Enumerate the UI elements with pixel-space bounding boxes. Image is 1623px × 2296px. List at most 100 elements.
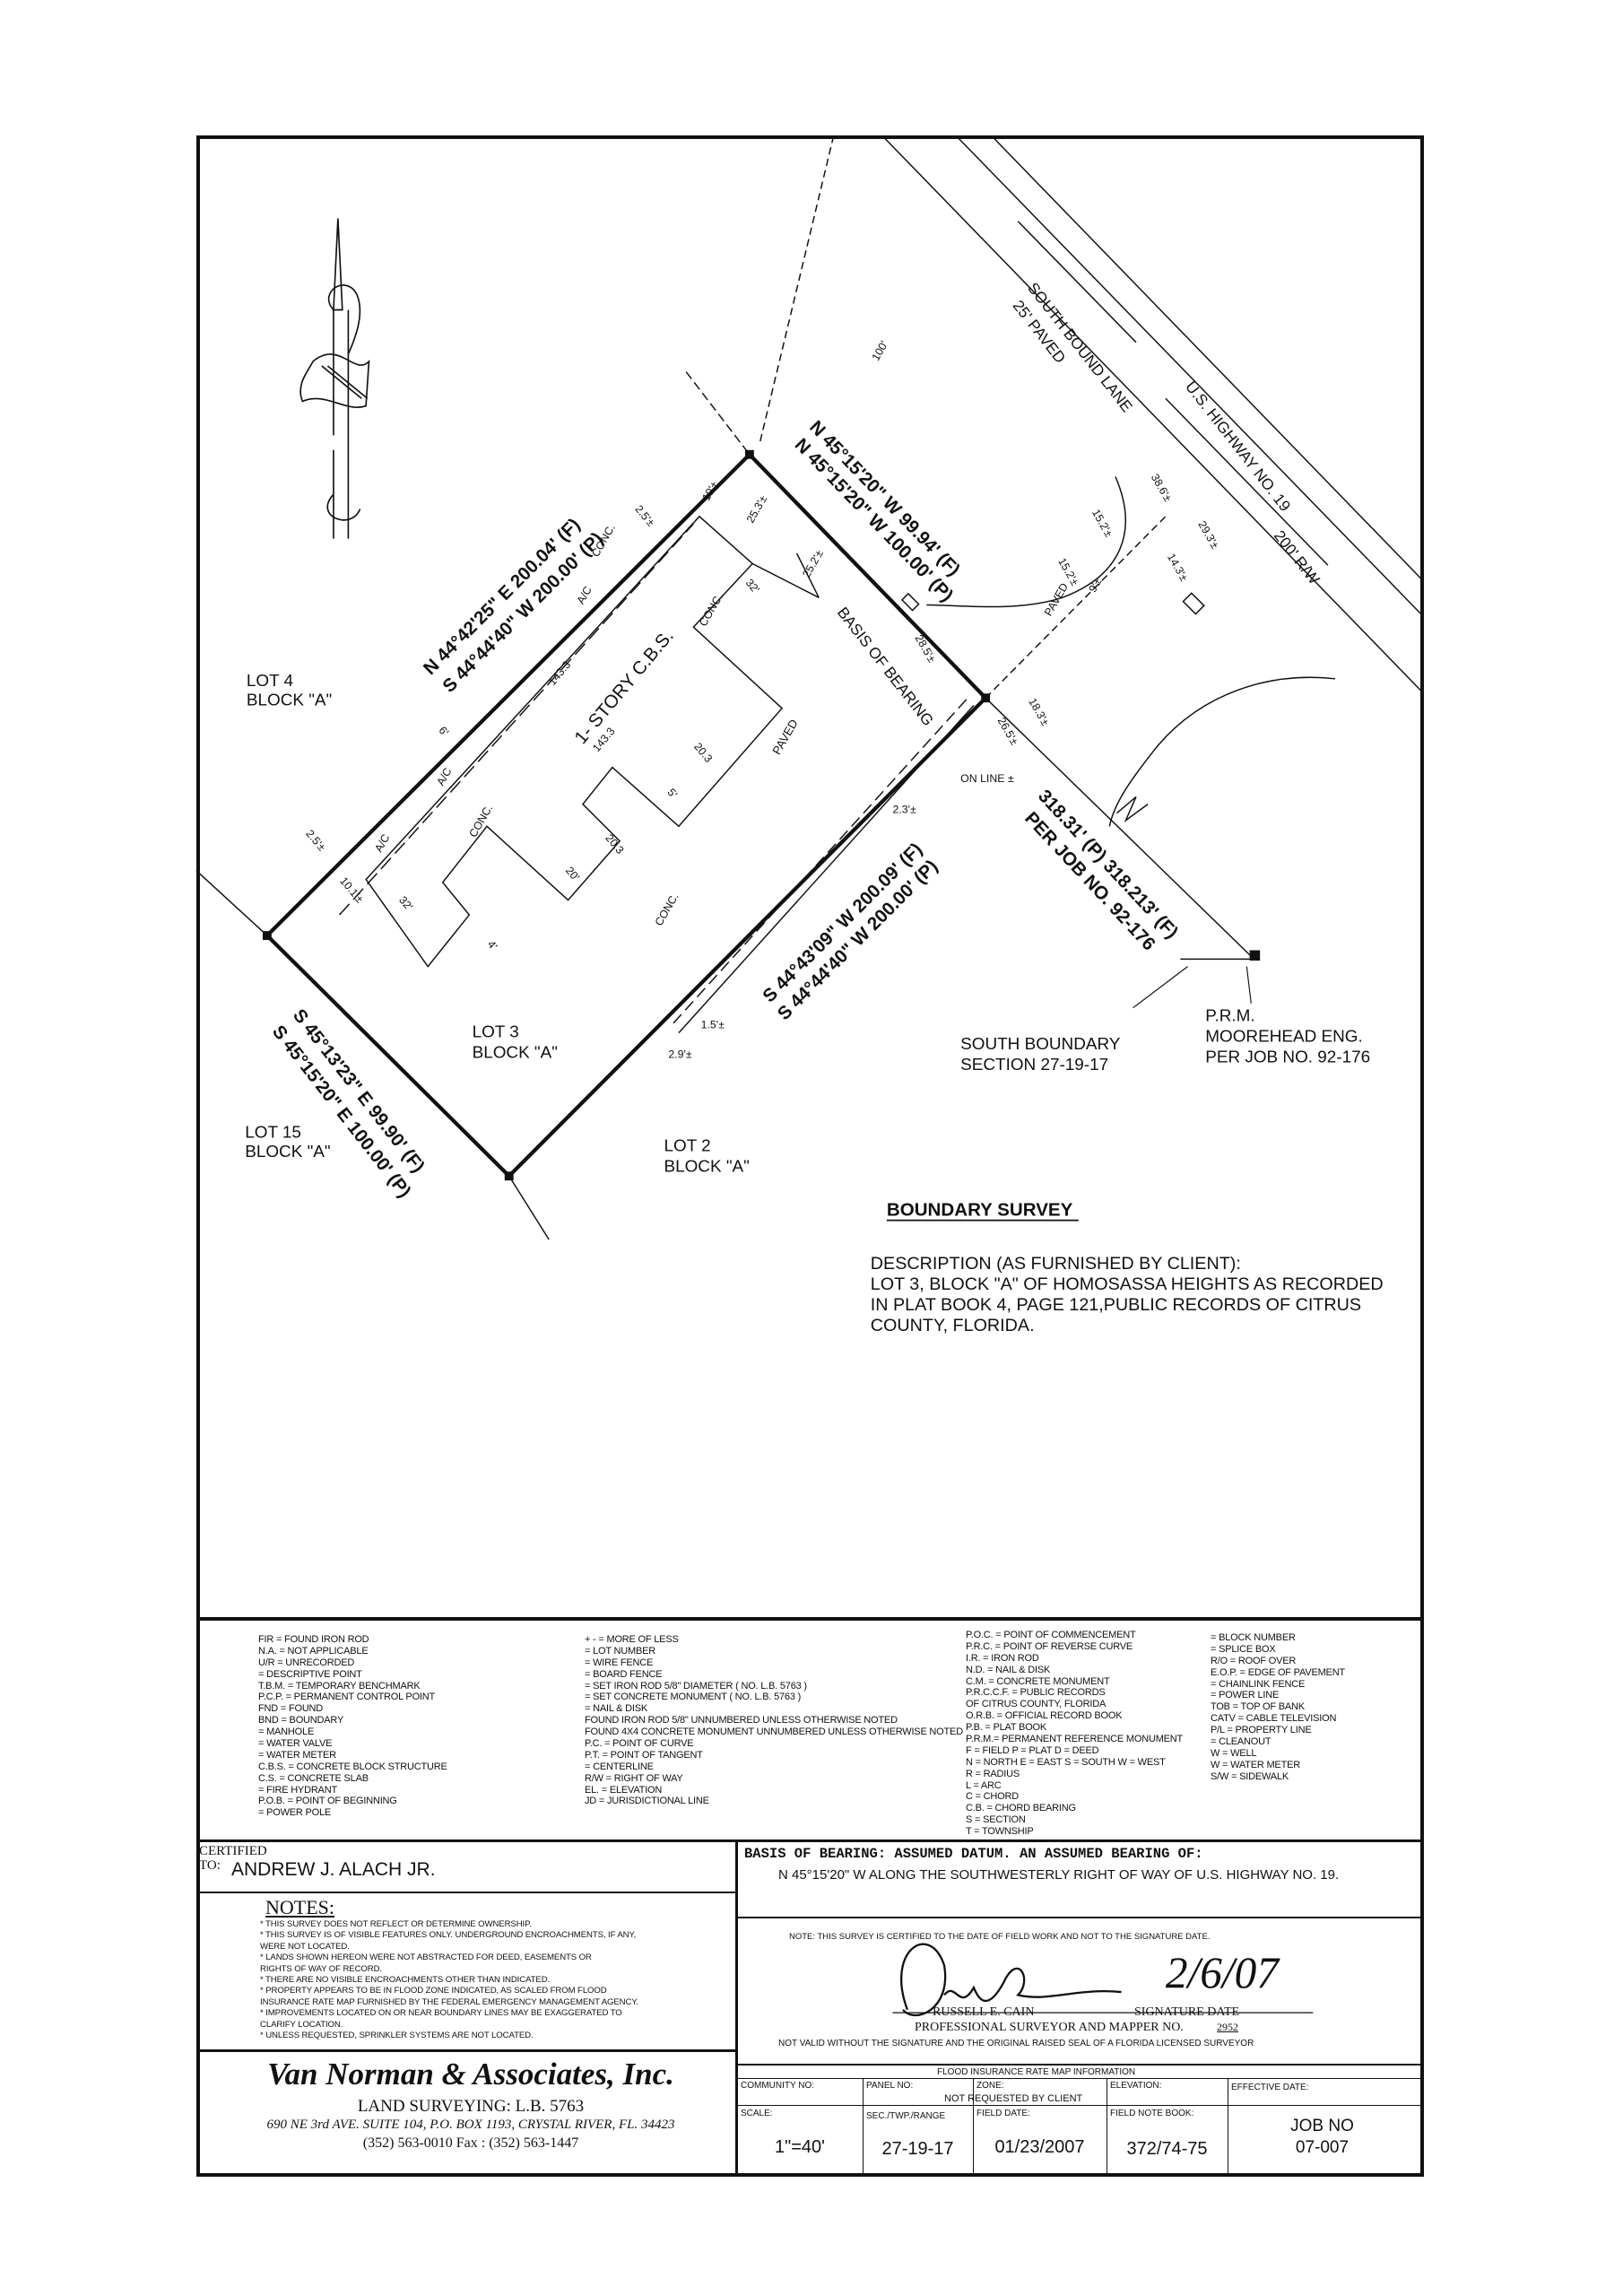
legend-item: = CLEANOUT xyxy=(1211,1736,1271,1748)
surveyor-license-number: 2952 xyxy=(1217,2021,1238,2033)
basis-of-bearing-title: BASIS OF BEARING: ASSUMED DATUM. AN ASSU… xyxy=(744,1846,1203,1862)
signature-date-label: SIGNATURE DATE xyxy=(1134,2005,1240,2019)
field-date-value: 01/23/2007 xyxy=(994,2137,1085,2157)
divider xyxy=(196,1892,737,1893)
legend-item: P.C.P. = PERMANENT CONTROL POINT xyxy=(258,1692,436,1703)
description-line: IN PLAT BOOK 4, PAGE 121,PUBLIC RECORDS … xyxy=(871,1295,1361,1315)
certified-label-line: CERTIFIED xyxy=(199,1844,267,1858)
lot-label: LOT 2 xyxy=(664,1136,710,1155)
drawing-frame xyxy=(196,135,1424,2177)
legend-item: T = TOWNSHIP xyxy=(966,1826,1034,1838)
lot-label: BLOCK "A" xyxy=(245,1143,330,1161)
legend-item: FIR = FOUND IRON ROD xyxy=(258,1634,369,1645)
sec-twp-range-value: 27-19-17 xyxy=(881,2139,954,2159)
legend-item: C.M. = CONCRETE MONUMENT xyxy=(966,1675,1110,1687)
legend-item: P/L = PROPERTY LINE xyxy=(1211,1725,1312,1736)
certified-to-name: ANDREW J. ALACH JR. xyxy=(231,1859,436,1880)
note-item: * PROPERTY APPEARS TO BE IN FLOOD ZONE I… xyxy=(260,1986,607,1996)
note-item: * LANDS SHOWN HEREON WERE NOT ABSTRACTED… xyxy=(260,1952,592,1963)
legend-item: R = RADIUS xyxy=(966,1768,1020,1779)
legend-item: P.O.C. = POINT OF COMMENCEMENT xyxy=(966,1630,1136,1640)
prm-label: P.R.M. xyxy=(1205,1007,1254,1026)
notes-title: NOTES: xyxy=(265,1896,334,1918)
field-note-book-label: FIELD NOTE BOOK: xyxy=(1110,2109,1194,2118)
legend-item: F = FIELD P = PLAT D = DEED xyxy=(966,1744,1099,1756)
dimension-label: 20' xyxy=(563,865,582,883)
certified-to-label: TO: xyxy=(199,1858,221,1873)
legend-item: R/W = RIGHT OF WAY xyxy=(585,1772,683,1784)
panel-no-label: PANEL NO: xyxy=(866,2081,914,2091)
effective-date-label: EFFECTIVE DATE: xyxy=(1231,2083,1309,2092)
legend-item: S = SECTION xyxy=(966,1814,1026,1826)
legend-column: + - = MORE OF LESS= LOT NUMBER= WIRE FEN… xyxy=(585,1634,963,1807)
found-concrete-monument-icon xyxy=(262,449,1261,1181)
dimension-label: 9'± xyxy=(1086,576,1104,595)
job-no-label: JOB NO xyxy=(1290,2117,1354,2135)
lot-label: BLOCK "A" xyxy=(473,1044,558,1063)
signature xyxy=(892,1943,1314,2017)
legend-item: P.C. = POINT OF CURVE xyxy=(585,1738,694,1750)
legend-item: TOB = TOP OF BANK xyxy=(1211,1701,1305,1713)
legend-item: + - = MORE OF LESS xyxy=(585,1634,679,1645)
dimension-label: 2.9'± xyxy=(668,1048,691,1061)
note-item: * THERE ARE NO VISIBLE ENCROACHMENTS OTH… xyxy=(260,1975,551,1986)
legend-item: CATV = CABLE TELEVISION xyxy=(1211,1713,1337,1725)
prm-label: MOOREHEAD ENG. xyxy=(1205,1028,1362,1047)
legend-item: = BLOCK NUMBER xyxy=(1211,1632,1296,1643)
legend-item: JD = JURISDICTIONAL LINE xyxy=(585,1796,709,1807)
north-arrow-icon xyxy=(299,218,370,539)
legend-item: = NAIL & DISK xyxy=(585,1703,648,1715)
legend-item: P.R.C. = POINT OF REVERSE CURVE xyxy=(966,1640,1133,1652)
legend-item: FOUND 4X4 CONCRETE MONUMENT UNNUMBERED U… xyxy=(585,1726,963,1738)
building-outline xyxy=(338,515,1205,1034)
surveyor-name: RUSSELL E. CAIN xyxy=(933,2005,1035,2019)
legend-item: = WATER VALVE xyxy=(258,1738,333,1750)
legend-item: E.O.P. = EDGE OF PAVEMENT xyxy=(1211,1666,1345,1678)
company-address: 690 NE 3rd AVE. SUITE 104, P.O. BOX 1193… xyxy=(266,2118,675,2132)
lot-label: BLOCK "A" xyxy=(664,1157,749,1176)
legend-item: = SPLICE BOX xyxy=(1211,1643,1276,1655)
legend-item: = CHAINLINK FENCE xyxy=(1211,1678,1306,1690)
legend-item: R/O = ROOF OVER xyxy=(1211,1655,1297,1666)
note-item: RIGHTS OF WAY OF RECORD. xyxy=(260,1963,383,1974)
divider xyxy=(737,1917,1424,1918)
scale-value: 1"=40' xyxy=(775,2137,825,2157)
legend-item: FOUND IRON ROD 5/8" UNNUMBERED UNLESS OT… xyxy=(585,1715,898,1726)
legend-item: = LOT NUMBER xyxy=(585,1645,655,1657)
legend-item: C.S. = CONCRETE SLAB xyxy=(258,1772,369,1784)
basis-of-bearing-text: N 45°15'20" W ALONG THE SOUTHWESTERLY RI… xyxy=(778,1867,1340,1883)
divider xyxy=(196,2049,737,2052)
legend-item: BND = BOUNDARY xyxy=(258,1715,344,1726)
legend-item: = WIRE FENCE xyxy=(585,1657,654,1668)
field-note-book-value: 372/74-75 xyxy=(1126,2139,1208,2159)
legend-item: P.R.M.= PERMANENT REFERENCE MONUMENT xyxy=(966,1734,1184,1745)
scale-label: SCALE: xyxy=(741,2109,773,2118)
divider xyxy=(863,2078,864,2177)
legend-item: O.R.B. = OFFICIAL RECORD BOOK xyxy=(966,1710,1123,1722)
legend-item: U/R = UNRECORDED xyxy=(258,1657,355,1668)
note-item: INSURANCE RATE MAP FURNISHED BY THE FEDE… xyxy=(260,1996,638,2007)
note-item: * THIS SURVEY IS OF VISIBLE FEATURES ONL… xyxy=(260,1930,637,1941)
legend-item: = SET IRON ROD 5/8" DIAMETER ( NO. L.B. … xyxy=(585,1680,807,1692)
legend-item: N = NORTH E = EAST S = SOUTH W = WEST xyxy=(966,1756,1166,1768)
note-item: CLARIFY LOCATION. xyxy=(260,2019,343,2030)
legend-item: P.R.C.C.F. = PUBLIC RECORDS xyxy=(966,1687,1106,1699)
seal-note: NOT VALID WITHOUT THE SIGNATURE AND THE … xyxy=(778,2039,1254,2048)
note-item: * IMPROVEMENTS LOCATED ON OR NEAR BOUNDA… xyxy=(260,2008,622,2019)
description-line: DESCRIPTION (AS FURNISHED BY CLIENT): xyxy=(871,1254,1241,1274)
legend-item: = CENTERLINE xyxy=(585,1761,654,1772)
divider xyxy=(196,1839,1424,1842)
company-license: LAND SURVEYING: L.B. 5763 xyxy=(357,2097,585,2116)
legend-item: = POWER LINE xyxy=(1211,1690,1280,1701)
surveyor-title: PROFESSIONAL SURVEYOR AND MAPPER NO. xyxy=(915,2021,1184,2034)
community-no-label: COMMUNITY NO: xyxy=(741,2081,815,2091)
certification-note: NOTE: THIS SURVEY IS CERTIFIED TO THE DA… xyxy=(789,1932,1211,1942)
job-no-value: 07-007 xyxy=(1295,2138,1350,2157)
legend-item: T.B.M. = TEMPORARY BENCHMARK xyxy=(258,1680,421,1692)
field-date-label: FIELD DATE: xyxy=(976,2109,1030,2118)
legend-item: P.B. = PLAT BOOK xyxy=(966,1722,1047,1734)
legend-item: FND = FOUND xyxy=(258,1703,324,1715)
legend-item: = BOARD FENCE xyxy=(585,1668,663,1680)
south-boundary-label: SECTION 27-19-17 xyxy=(960,1056,1108,1074)
